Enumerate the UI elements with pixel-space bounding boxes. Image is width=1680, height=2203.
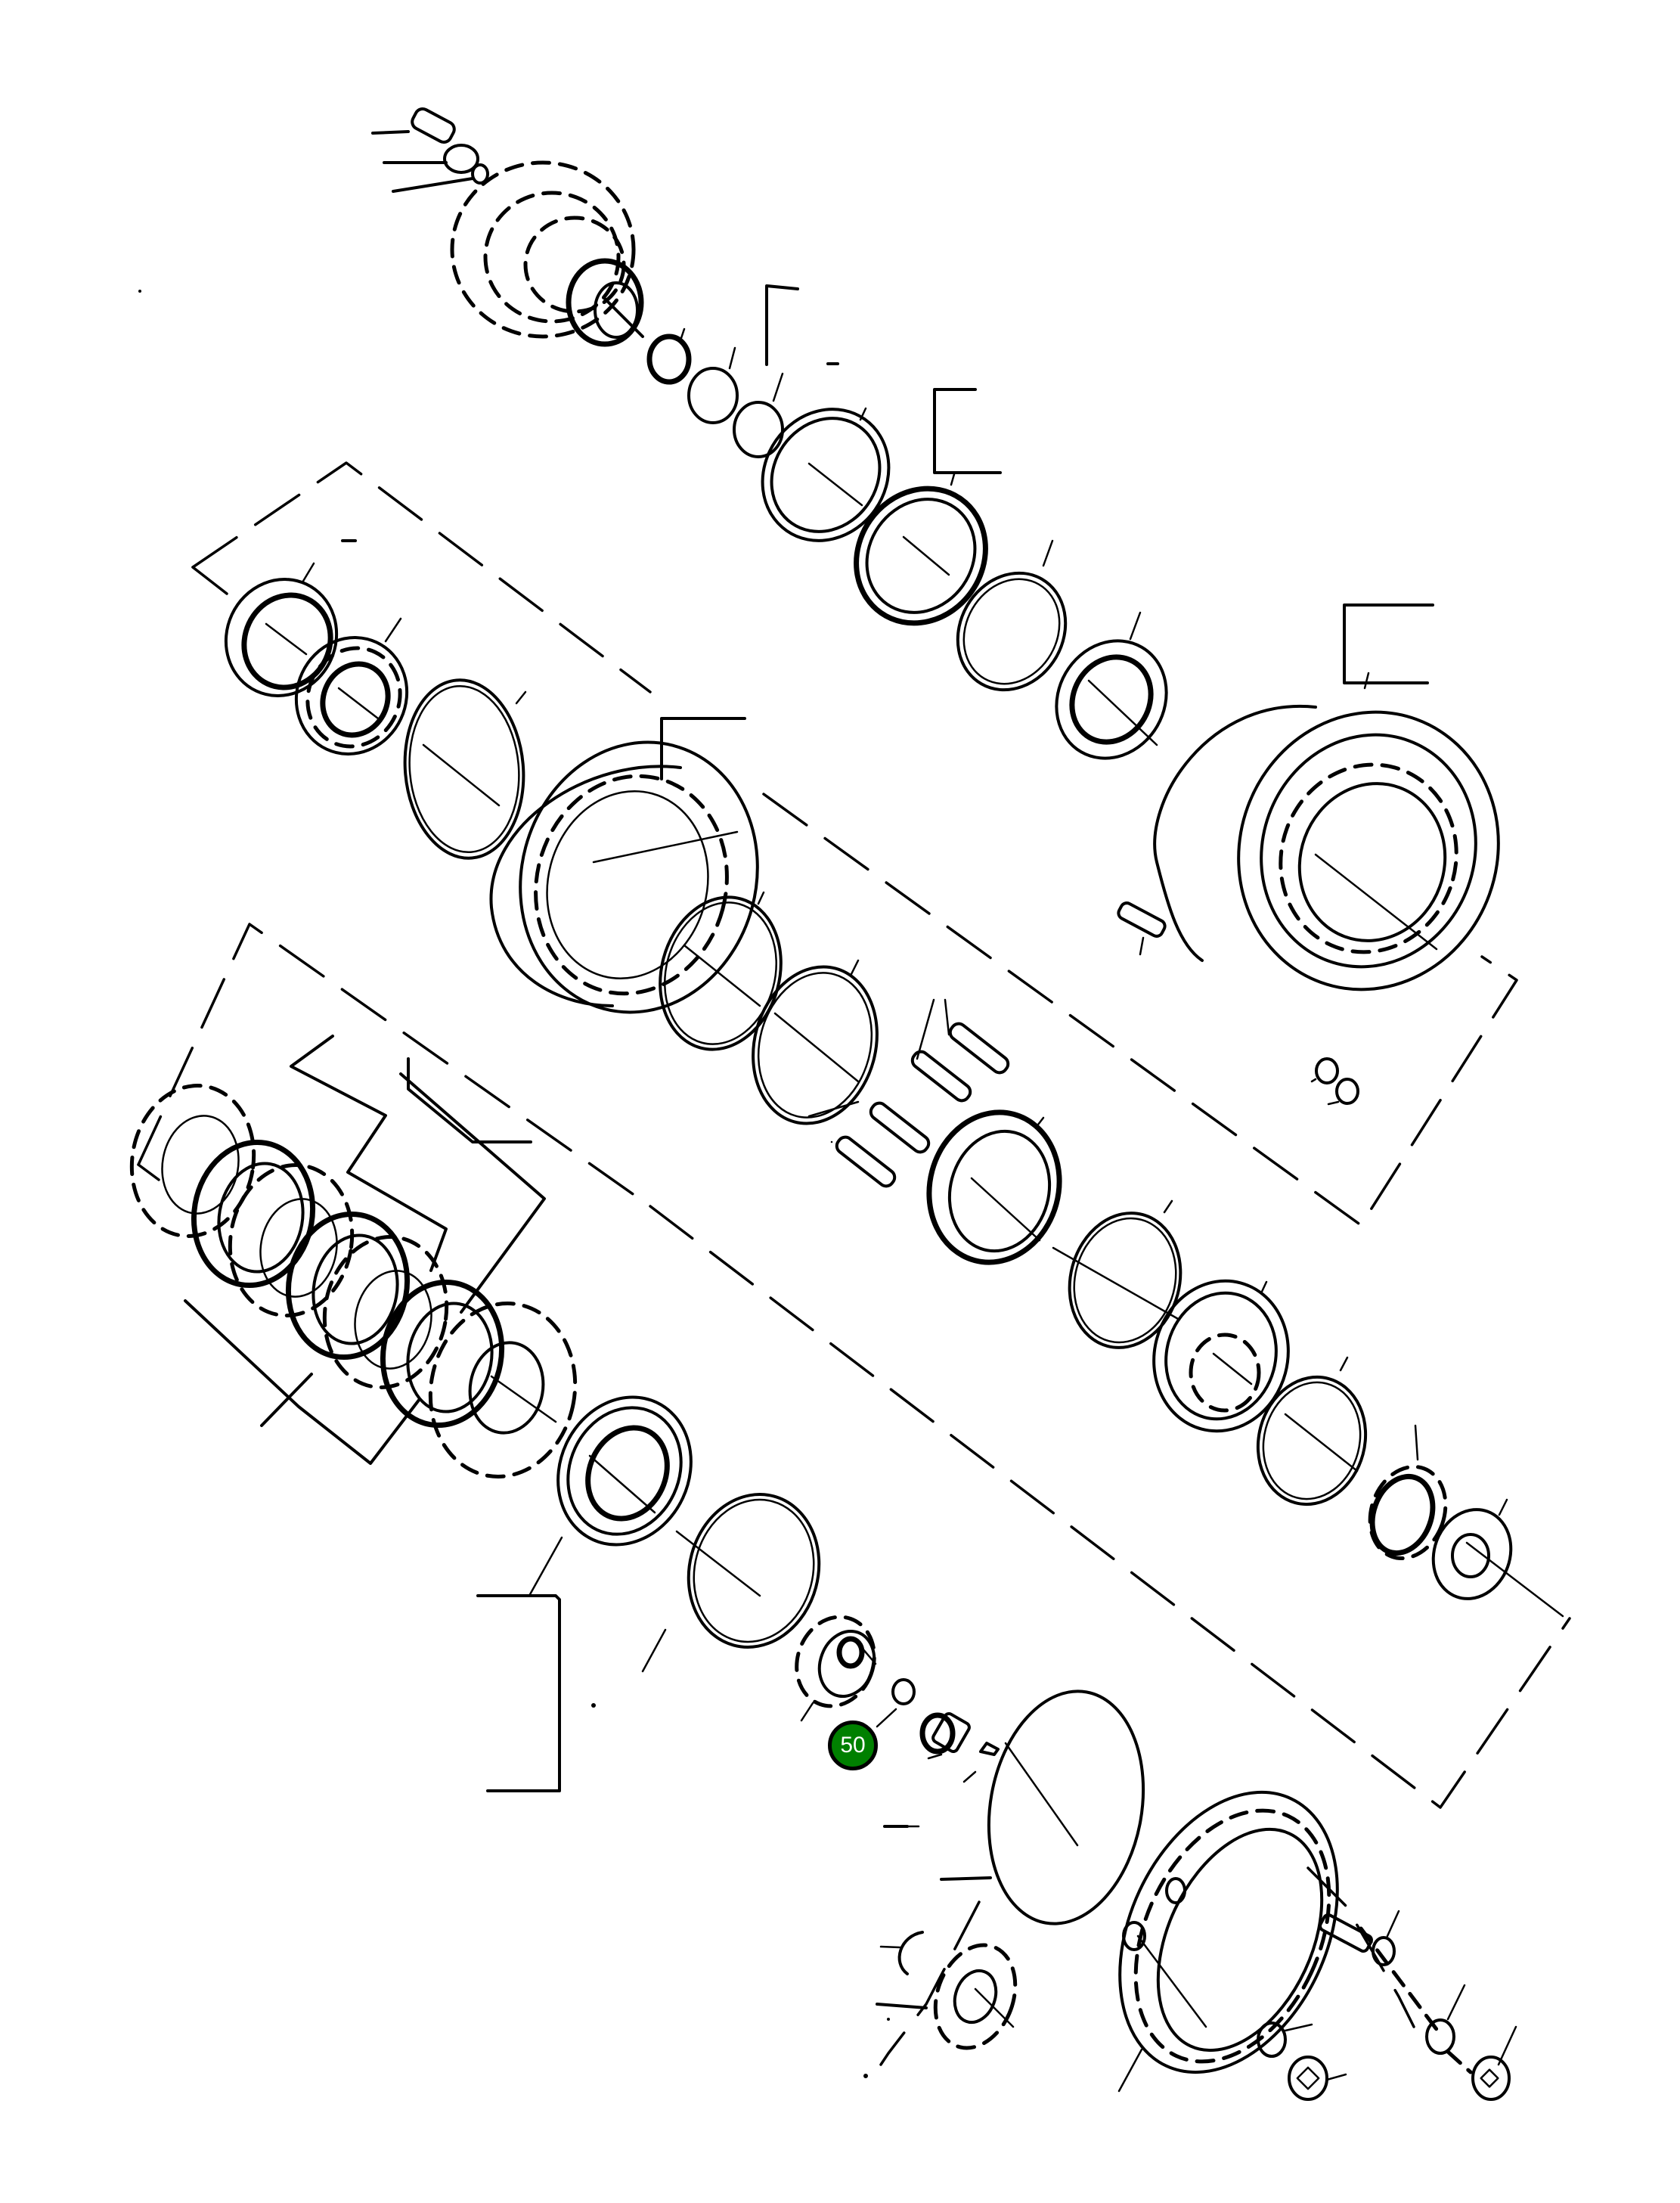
housing-nuts (1310, 1057, 1359, 1106)
snap-ring-left (403, 678, 527, 860)
drain-o-ring (1257, 2021, 1313, 2058)
planet-gear (876, 1943, 1018, 2050)
o-ring-small (876, 1678, 916, 1728)
seal-small (646, 327, 692, 385)
stud-bolt (371, 107, 489, 193)
snap-ring-lower (1256, 1356, 1368, 1506)
ring-2 (752, 959, 879, 1125)
bracket-piston (476, 1594, 561, 1792)
group-outline-upper-left (191, 461, 652, 693)
stray-dot (138, 290, 141, 293)
cover-dash-2 (1306, 1866, 1415, 2028)
bracket-drum (660, 717, 746, 780)
clutch-pack (129, 1084, 578, 1478)
housing-bolt (1117, 901, 1167, 956)
fill-plug (1471, 2025, 1517, 2101)
bracket-face-seal (933, 388, 1002, 474)
bracket-clutch-top (290, 1035, 448, 1272)
stray-dot (591, 1703, 596, 1708)
face-seal (854, 473, 988, 626)
hub-shaft (450, 160, 644, 347)
snap-ring-mid (1052, 1199, 1183, 1349)
roller-bearing-left (294, 617, 409, 756)
callout-badge-50[interactable]: 50 (828, 1721, 878, 1770)
thrust-washer (1431, 1498, 1564, 1618)
shim-2 (733, 372, 784, 458)
cover-dash-1 (879, 1900, 981, 2066)
bracket-clutch-bottom (184, 1299, 421, 1465)
fill-o-ring (1425, 1984, 1466, 2055)
pinion-shaft (919, 1712, 971, 1760)
stray-dot (863, 2074, 868, 2078)
drain-plug (1288, 2056, 1347, 2101)
ring-gear-drum (489, 740, 759, 1014)
wheel-housing (1153, 672, 1500, 991)
circlip (879, 1931, 924, 1975)
piston (528, 1395, 693, 1597)
roller-cage (1368, 1424, 1448, 1561)
bracket-housing (1343, 603, 1434, 684)
group-outline-upper-left-2 (191, 566, 228, 595)
sun-gear (795, 1615, 877, 1722)
group-outline-lower-left (137, 923, 652, 1208)
bearing-cone-upper (761, 407, 891, 542)
clutch-leader (260, 1373, 313, 1427)
bracket-shims (765, 284, 799, 366)
bearing-right (1055, 611, 1168, 760)
snap-ring-upper (956, 539, 1068, 692)
piston-plate (1152, 1279, 1290, 1433)
group-outline-lower-right (649, 1205, 1571, 1809)
lock-clip (962, 1742, 1000, 1783)
cover-bolt (1319, 1910, 1400, 1966)
group-outline-lower-left-2 (137, 1163, 160, 1181)
fill-dash-line (1359, 1926, 1473, 2074)
bearing-cup-left (224, 562, 339, 697)
gasket-leader (940, 1876, 992, 1881)
bracket-clutch-label (407, 1057, 532, 1143)
snap-ring-piston (641, 1493, 821, 1673)
bracket-clutch-right (399, 1072, 546, 1314)
return-springs (807, 998, 1010, 1188)
cover-plate (1117, 1790, 1339, 2093)
spring-retainer (926, 1109, 1062, 1265)
stray-dot (887, 2018, 890, 2021)
shim-1 (687, 346, 739, 424)
group-outline-upper-right (762, 793, 1518, 1227)
